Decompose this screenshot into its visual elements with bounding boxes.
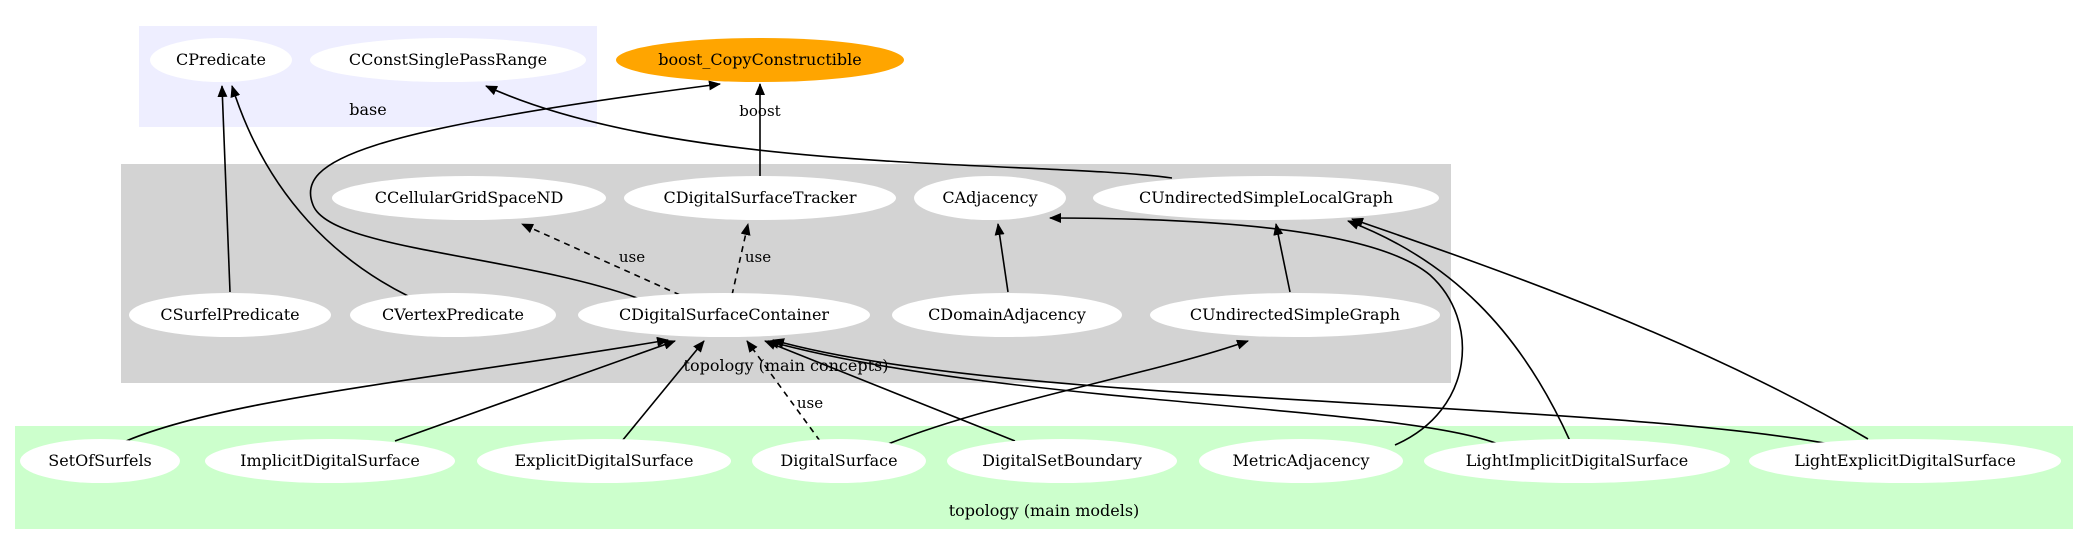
node-digitalsetboundary-label: DigitalSetBoundary <box>982 451 1142 470</box>
node-implicitdigitalsurface[interactable]: ImplicitDigitalSurface <box>205 439 455 483</box>
node-cdomainadjacency-label: CDomainAdjacency <box>928 305 1086 324</box>
edge-digitalsurface-cundirectedsimplegraph <box>887 339 1249 445</box>
node-ccellulargridspacend-label: CCellularGridSpaceND <box>375 188 564 207</box>
edge-cdomainadjacency-cadjacency <box>994 223 1009 293</box>
edge-cdigitalsurfacecontainer-boost <box>309 80 721 300</box>
node-lightexplicitdigitalsurface[interactable]: LightExplicitDigitalSurface <box>1749 439 2061 483</box>
node-cadjacency[interactable]: CAdjacency <box>914 176 1066 220</box>
node-explicitdigitalsurface-shape <box>477 439 731 483</box>
node-cvertexpredicate-shape <box>350 293 556 337</box>
node-csurfelpredicate[interactable]: CSurfelPredicate <box>129 293 331 337</box>
edge-metricadjacency-cadjacency <box>1049 213 1464 446</box>
edge-label-use-cellular: use <box>619 248 645 266</box>
node-digitalsetboundary[interactable]: DigitalSetBoundary <box>947 439 1177 483</box>
edges <box>114 80 1869 447</box>
node-cpredicate-label: CPredicate <box>176 50 266 69</box>
node-cvertexpredicate[interactable]: CVertexPredicate <box>350 293 556 337</box>
node-metricadjacency[interactable]: MetricAdjacency <box>1199 439 1403 483</box>
edge-explicitdigitalsurface-cdigitalsurfacecontainer <box>621 340 705 442</box>
edge-cundirectedsimplelocalgraph-cconstsinglepassrange <box>485 85 1173 179</box>
node-setofsurfels-shape <box>20 439 180 483</box>
node-setofsurfels-label: SetOfSurfels <box>48 451 152 470</box>
node-cundirectedsimplelocalgraph-shape <box>1093 176 1439 220</box>
edge-lightexplicitdigitalsurface-cundirectedsimplelocalgraph <box>1351 217 1869 440</box>
node-cpredicate[interactable]: CPredicate <box>150 38 292 82</box>
node-cpredicate-shape <box>150 38 292 82</box>
node-digitalsurface-shape <box>752 439 926 483</box>
node-lightexplicitdigitalsurface-shape <box>1749 439 2061 483</box>
node-setofsurfels[interactable]: SetOfSurfels <box>20 439 180 483</box>
node-csurfelpredicate-shape <box>129 293 331 337</box>
node-cdomainadjacency[interactable]: CDomainAdjacency <box>892 293 1122 337</box>
node-cdigitalsurfacecontainer[interactable]: CDigitalSurfaceContainer <box>578 293 870 337</box>
node-implicitdigitalsurface-label: ImplicitDigitalSurface <box>240 451 420 470</box>
edge-lightimplicitdigitalsurface-cdigitalsurfacecontainer <box>767 339 1499 445</box>
node-cdigitalsurfacetracker-label: CDigitalSurfaceTracker <box>663 188 856 207</box>
node-cundirectedsimplegraph-label: CUndirectedSimpleGraph <box>1190 305 1400 324</box>
node-cundirectedsimplelocalgraph[interactable]: CUndirectedSimpleLocalGraph <box>1093 176 1439 220</box>
node-ccellulargridspacend-shape <box>332 176 606 220</box>
node-cundirectedsimplegraph-shape <box>1150 293 1440 337</box>
node-cvertexpredicate-label: CVertexPredicate <box>382 305 524 324</box>
node-boost-copyconstructible-shape <box>616 38 904 82</box>
node-explicitdigitalsurface-label: ExplicitDigitalSurface <box>515 451 694 470</box>
node-csurfelpredicate-label: CSurfelPredicate <box>160 305 299 324</box>
edge-label-boost: boost <box>739 102 780 120</box>
node-cconstsinglepassrange[interactable]: CConstSinglePassRange <box>310 38 586 82</box>
node-cundirectedsimplegraph[interactable]: CUndirectedSimpleGraph <box>1150 293 1440 337</box>
node-cdomainadjacency-shape <box>892 293 1122 337</box>
edge-digitalsetboundary-cdigitalsurfacecontainer <box>764 340 1016 442</box>
edge-labels: boost use use use <box>619 102 823 412</box>
edge-cdigitalsurfacecontainer-cdigitalsurfacetracker <box>731 223 751 296</box>
node-metricadjacency-label: MetricAdjacency <box>1232 451 1369 470</box>
node-digitalsetboundary-shape <box>947 439 1177 483</box>
node-cdigitalsurfacetracker-shape <box>624 176 896 220</box>
edge-implicitdigitalsurface-cdigitalsurfacecontainer <box>394 339 676 442</box>
edge-lightexplicitdigitalsurface-cdigitalsurfacecontainer <box>772 338 1836 446</box>
node-boost-copyconstructible-label: boost_CopyConstructible <box>658 50 861 69</box>
cluster-base-label: base <box>349 100 386 119</box>
node-cadjacency-shape <box>914 176 1066 220</box>
edge-digitalsurface-cdigitalsurfacecontainer <box>746 340 821 442</box>
edge-label-use-tracker: use <box>745 248 771 266</box>
node-cconstsinglepassrange-shape <box>310 38 586 82</box>
edge-label-use-digitalsurface: use <box>797 394 823 412</box>
edge-cdigitalsurfacecontainer-ccellulargridspacend <box>521 223 681 296</box>
node-lightimplicitdigitalsurface-shape <box>1424 439 1730 483</box>
node-cdigitalsurfacetracker[interactable]: CDigitalSurfaceTracker <box>624 176 896 220</box>
node-lightimplicitdigitalsurface[interactable]: LightImplicitDigitalSurface <box>1424 439 1730 483</box>
node-cconstsinglepassrange-label: CConstSinglePassRange <box>349 50 547 69</box>
edge-cundirectedsimplegraph-cundirectedsimplelocalgraph <box>1273 223 1291 293</box>
node-lightexplicitdigitalsurface-label: LightExplicitDigitalSurface <box>1794 451 2016 470</box>
node-lightimplicitdigitalsurface-label: LightImplicitDigitalSurface <box>1466 451 1688 470</box>
node-cdigitalsurfacecontainer-shape <box>578 293 870 337</box>
node-cundirectedsimplelocalgraph-label: CUndirectedSimpleLocalGraph <box>1139 188 1393 207</box>
edge-lightimplicitdigitalsurface-cundirectedsimplelocalgraph <box>1347 220 1571 442</box>
node-explicitdigitalsurface[interactable]: ExplicitDigitalSurface <box>477 439 731 483</box>
node-metricadjacency-shape <box>1199 439 1403 483</box>
node-digitalsurface-label: DigitalSurface <box>780 451 897 470</box>
node-boost-copyconstructible[interactable]: boost_CopyConstructible <box>616 38 904 82</box>
node-implicitdigitalsurface-shape <box>205 439 455 483</box>
node-digitalsurface[interactable]: DigitalSurface <box>752 439 926 483</box>
node-ccellulargridspacend[interactable]: CCellularGridSpaceND <box>332 176 606 220</box>
node-cdigitalsurfacecontainer-label: CDigitalSurfaceContainer <box>619 305 829 324</box>
edge-csurfelpredicate-cpredicate <box>217 85 231 293</box>
edge-setofsurfels-cdigitalsurfacecontainer <box>114 336 669 447</box>
edge-cvertexpredicate-cpredicate <box>230 85 409 297</box>
node-cadjacency-label: CAdjacency <box>942 188 1037 207</box>
cluster-topology-main-models-label: topology (main models) <box>949 501 1140 520</box>
